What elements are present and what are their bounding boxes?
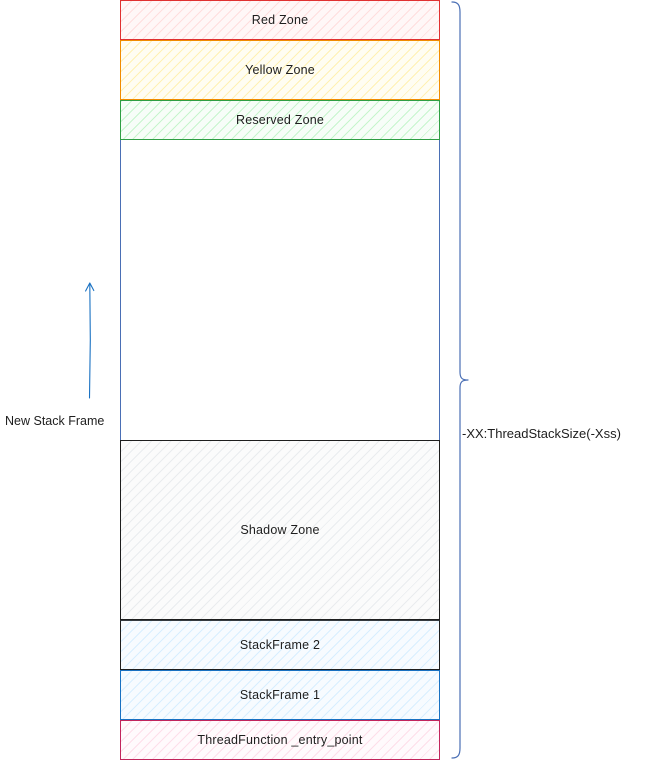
reserved-zone-label: Reserved Zone bbox=[235, 113, 325, 127]
shadow-zone: Shadow Zone bbox=[120, 440, 440, 620]
yellow-zone: Yellow Zone bbox=[120, 40, 440, 100]
thread-entry-point-frame: ThreadFunction _entry_point bbox=[120, 720, 440, 760]
shadow-zone-label: Shadow Zone bbox=[240, 523, 320, 537]
stack-frame-2: StackFrame 2 bbox=[120, 620, 440, 670]
red-zone-label: Red Zone bbox=[251, 13, 309, 27]
stack-frame-2-label: StackFrame 2 bbox=[239, 638, 321, 652]
thread-stack-size-label: -XX:ThreadStackSize(-Xss) bbox=[462, 426, 621, 441]
thread-stack-size-brace bbox=[451, 1, 469, 759]
stack-growth-arrow bbox=[85, 282, 95, 399]
entry-point-label: ThreadFunction _entry_point bbox=[197, 733, 363, 747]
new-stack-frame-label: New Stack Frame bbox=[5, 414, 105, 428]
red-zone: Red Zone bbox=[120, 0, 440, 40]
stack-frame-1: StackFrame 1 bbox=[120, 670, 440, 720]
yellow-zone-label: Yellow Zone bbox=[245, 63, 315, 77]
reserved-zone: Reserved Zone bbox=[120, 100, 440, 140]
stack-frame-1-label: StackFrame 1 bbox=[239, 688, 321, 702]
